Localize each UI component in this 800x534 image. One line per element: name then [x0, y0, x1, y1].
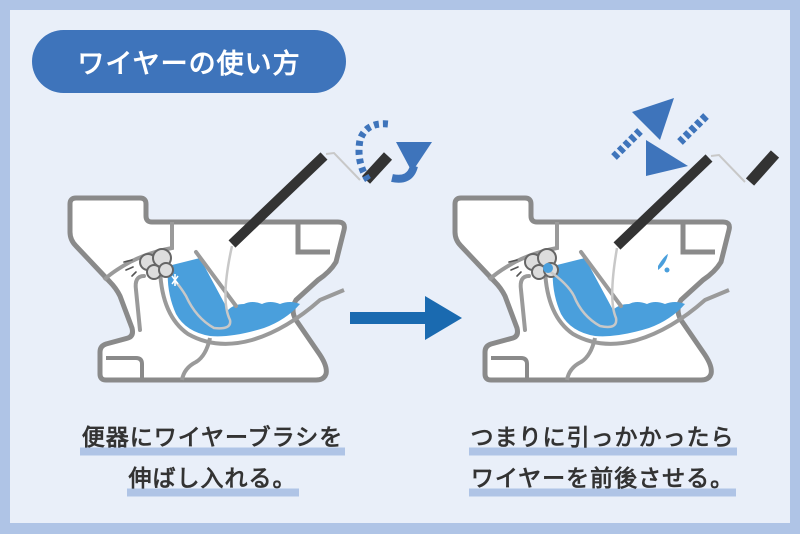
- wire-rod: [613, 154, 713, 250]
- right-arrow-icon: [350, 296, 462, 340]
- caption-line: 伸ばし入れる。: [126, 459, 299, 500]
- back-and-forth-arrows-icon: [611, 98, 709, 176]
- toilet-step-1: [70, 120, 432, 380]
- toilet-step-2: [455, 98, 780, 380]
- rotate-arrow-icon: [355, 120, 432, 183]
- page-title: ワイヤーの使い方: [32, 30, 346, 93]
- caption-line: ワイヤーを前後させる。: [468, 459, 737, 500]
- wire-brush-icon: [171, 274, 179, 286]
- wire-rod: [228, 152, 328, 248]
- caption-line: 便器にワイヤーブラシを: [79, 418, 346, 459]
- caption-step-2: つまりに引っかかったら ワイヤーを前後させる。: [430, 418, 775, 500]
- crank-handle: [361, 152, 393, 184]
- caption-step-1: 便器にワイヤーブラシを 伸ばし入れる。: [40, 418, 385, 500]
- crank-handle: [745, 150, 780, 186]
- caption-line: つまりに引っかかったら: [468, 418, 737, 459]
